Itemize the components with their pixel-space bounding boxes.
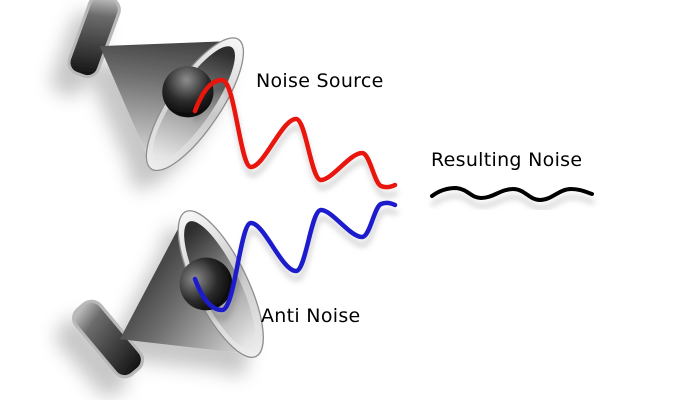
noise-source-label: Noise Source xyxy=(256,70,384,92)
anti-noise-label: Anti Noise xyxy=(261,305,361,327)
resulting-noise-label: Resulting Noise xyxy=(431,149,583,171)
resulting-noise-wave xyxy=(430,185,594,203)
noise-source-speaker-icon xyxy=(28,0,262,185)
anti-noise-wave xyxy=(192,200,398,313)
noise-source-wave xyxy=(192,77,398,190)
